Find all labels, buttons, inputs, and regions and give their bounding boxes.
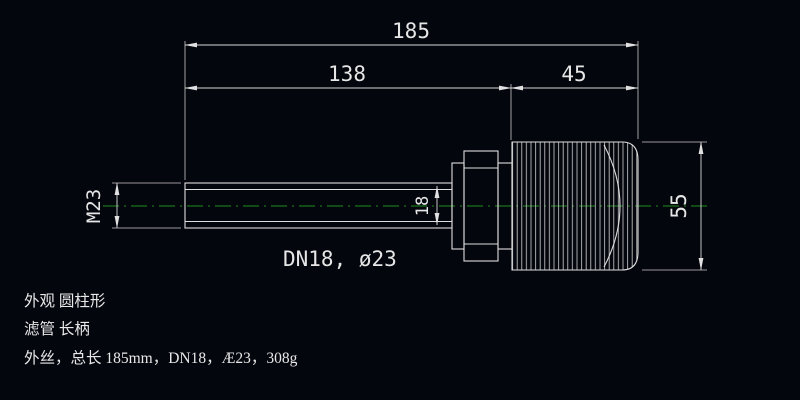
dim-thread-length: 45 xyxy=(510,62,639,91)
spec-notes: 外观 圆柱形 滤管 长柄 外丝，总长 185mm，DN18，Æ23，308g xyxy=(24,292,298,367)
dim-text-bore: 18 xyxy=(413,196,433,216)
dim-height: 55 xyxy=(642,141,707,271)
dim-left-thread: M23 xyxy=(83,182,181,229)
note-spec-summary: 外丝，总长 185mm，DN18，Æ23，308g xyxy=(24,349,298,367)
dim-text-height: 55 xyxy=(667,193,691,218)
note-appearance: 外观 圆柱形 xyxy=(24,292,105,310)
dim-text-left-thread: M23 xyxy=(83,189,105,223)
filter-dome-arc xyxy=(603,144,621,268)
dim-text-thread: 45 xyxy=(561,62,586,86)
dim-body-length: 138 xyxy=(184,62,512,140)
part-geometry xyxy=(184,141,639,271)
dim-total-length: 185 xyxy=(184,19,639,180)
note-filter-type: 滤管 长柄 xyxy=(24,320,90,338)
dim-text-total: 185 xyxy=(392,19,430,43)
threaded-filter-body xyxy=(511,141,639,271)
dim-bore: 18 xyxy=(413,185,440,226)
part-callout: DN18, ø23 xyxy=(283,247,397,271)
dim-text-body: 138 xyxy=(328,62,366,86)
